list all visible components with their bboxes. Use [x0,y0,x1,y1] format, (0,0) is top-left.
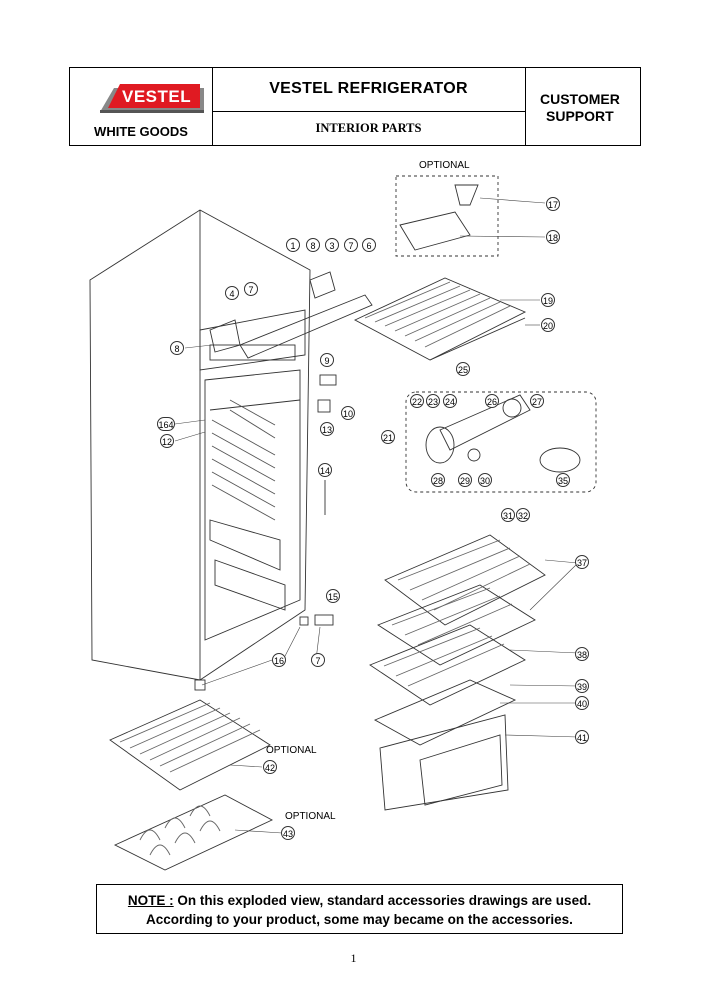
callout-25: 25 [456,362,470,376]
cabinet-drawing [89,209,311,691]
callout-20: 20 [541,318,555,332]
vestel-logo [100,84,204,113]
callout-42: 42 [263,760,277,774]
callout-3: 3 [325,238,339,252]
title-block: VESTEL WHITE GOODS VESTEL REFRIGERATOR I… [69,67,641,146]
callout-6: 6 [362,238,376,252]
callout-24: 24 [443,394,457,408]
callout-4: 4 [225,286,239,300]
callout-30: 30 [478,473,492,487]
callout-38: 38 [575,647,589,661]
note-line-2: According to your product, some may beca… [146,912,573,927]
callout-28: 28 [431,473,445,487]
callout-10: 10 [341,406,355,420]
note-box: NOTE : On this exploded view, standard a… [96,884,623,934]
callout-41: 41 [575,730,589,744]
callout-23: 23 [426,394,440,408]
callout-37: 37 [575,555,589,569]
callout-164: 164 [157,417,175,431]
document-title: VESTEL REFRIGERATOR [269,80,468,97]
callout-7: 7 [344,238,358,252]
callout-8: 8 [170,341,184,355]
callout-7: 7 [311,653,325,667]
title-cell: VESTEL REFRIGERATOR INTERIOR PARTS [212,68,526,145]
callout-1: 1 [286,238,300,252]
optional-label: OPTIONAL [419,160,470,171]
callout-39: 39 [575,679,589,693]
callout-13: 13 [320,422,334,436]
callout-17: 17 [546,197,560,211]
callout-14: 14 [318,463,332,477]
callout-9: 9 [320,353,334,367]
callout-26: 26 [485,394,499,408]
document-subtitle: INTERIOR PARTS [315,121,422,135]
logo-cell: VESTEL WHITE GOODS [70,68,213,145]
callout-43: 43 [281,826,295,840]
title-divider [212,111,525,112]
support-line-1: CUSTOMER [540,91,620,107]
support-line-2: SUPPORT [546,108,614,124]
callout-18: 18 [546,230,560,244]
callout-16: 16 [272,653,286,667]
callout-15: 15 [326,589,340,603]
optional-label: OPTIONAL [285,811,336,822]
callout-29: 29 [458,473,472,487]
brand-text: VESTEL [122,87,192,106]
optional-label: OPTIONAL [266,745,317,756]
callout-35: 35 [556,473,570,487]
page-number: 1 [350,951,357,965]
support-label: CUSTOMER SUPPORT [540,91,620,125]
callout-31: 31 [501,508,515,522]
callout-40: 40 [575,696,589,710]
callout-12: 12 [160,434,174,448]
callout-8: 8 [306,238,320,252]
callout-19: 19 [541,293,555,307]
callout-27: 27 [530,394,544,408]
callout-22: 22 [410,394,424,408]
callout-21: 21 [381,430,395,444]
note-text-1: On this exploded view, standard accessor… [173,893,592,908]
division-label: WHITE GOODS [94,124,188,139]
callout-7: 7 [244,282,258,296]
callout-32: 32 [516,508,530,522]
note-line-1: NOTE : On this exploded view, standard a… [97,891,622,910]
upper-trim [239,294,373,359]
note-label: NOTE : [127,893,174,908]
